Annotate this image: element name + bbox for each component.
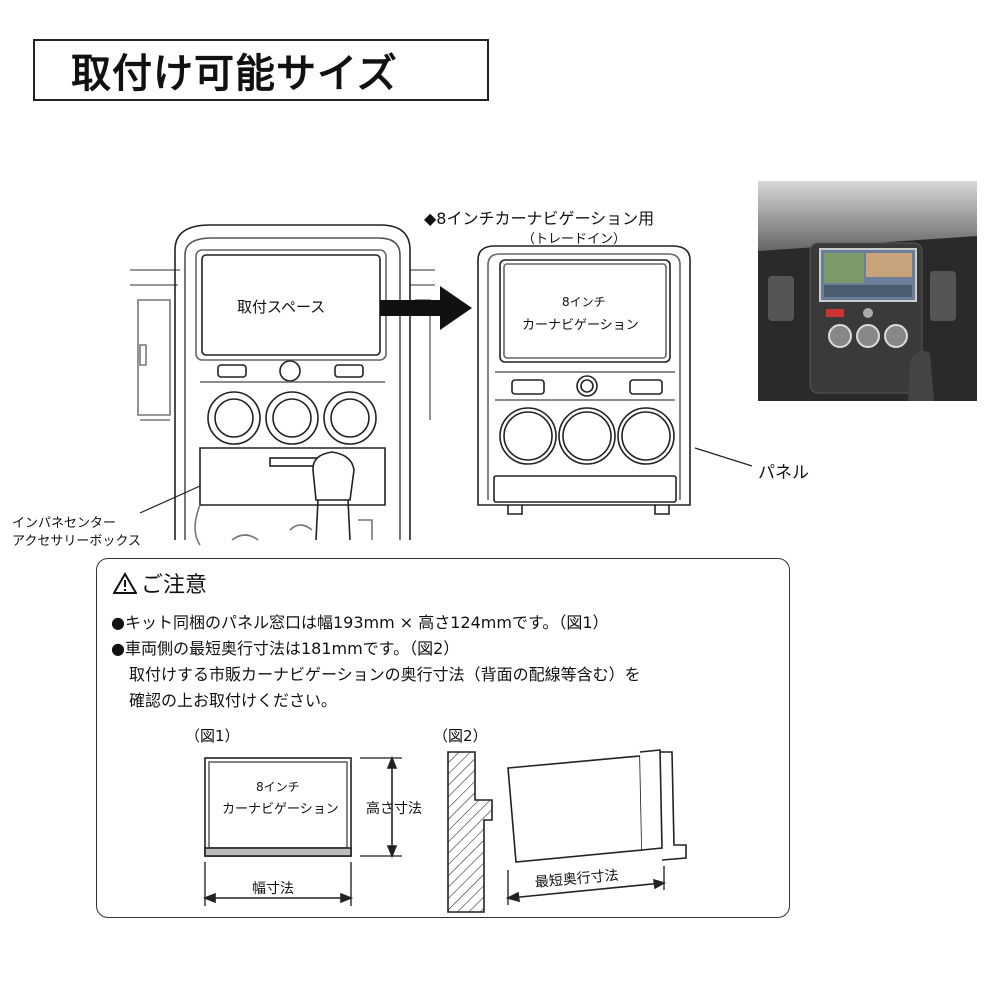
fig1-caption: （図1） <box>185 727 240 745</box>
accessory-label-line2: アクセサリーボックス <box>12 534 141 549</box>
mount-space-label: 取付スペース <box>237 298 326 316</box>
accessory-label-line1: インパネセンター <box>12 516 117 531</box>
notice-line4: 確認の上お取付けください。 <box>129 691 338 710</box>
panel-caption-line2: （トレードイン） <box>522 232 627 247</box>
notice-line1: ●キット同梱のパネル窓口は幅193mm × 高さ124mmです。（図1） <box>111 613 609 632</box>
nav-label-line2: カーナビゲーション <box>522 318 639 333</box>
panel-label: パネル <box>758 463 809 483</box>
nav-label-line1: 8インチ <box>562 295 606 309</box>
fig2-caption: （図2） <box>433 727 488 745</box>
title-box: 取付け可能サイズ <box>33 39 489 101</box>
arrow-icon <box>380 286 472 330</box>
warning-icon <box>113 572 137 594</box>
notice-title-text: ご注意 <box>141 573 208 598</box>
panel-outline <box>477 245 691 506</box>
console-outline <box>174 224 411 540</box>
notice-title: ご注意 <box>113 567 207 599</box>
notice-line2: ●車両側の最短奥行寸法は181mmです。（図2） <box>111 639 460 658</box>
height-label: 高さ寸法 <box>366 801 422 817</box>
notice-line3: 取付けする市販カーナビゲーションの奥行寸法（背面の配線等含む）を <box>129 665 641 684</box>
fig1-nav-line2: カーナビゲーション <box>222 802 339 817</box>
panel-caption-line1: ◆8インチカーナビゲーション用 <box>424 209 655 228</box>
installed-nav-photo <box>758 181 977 401</box>
width-label: 幅寸法 <box>252 881 294 897</box>
notice-box: ご注意 ●キット同梱のパネル窓口は幅193mm × 高さ124mmです。（図1）… <box>96 558 790 918</box>
page-title: 取付け可能サイズ <box>71 51 398 97</box>
dashboard-diagram <box>130 224 753 546</box>
fig1-nav-line1: 8インチ <box>256 780 300 794</box>
